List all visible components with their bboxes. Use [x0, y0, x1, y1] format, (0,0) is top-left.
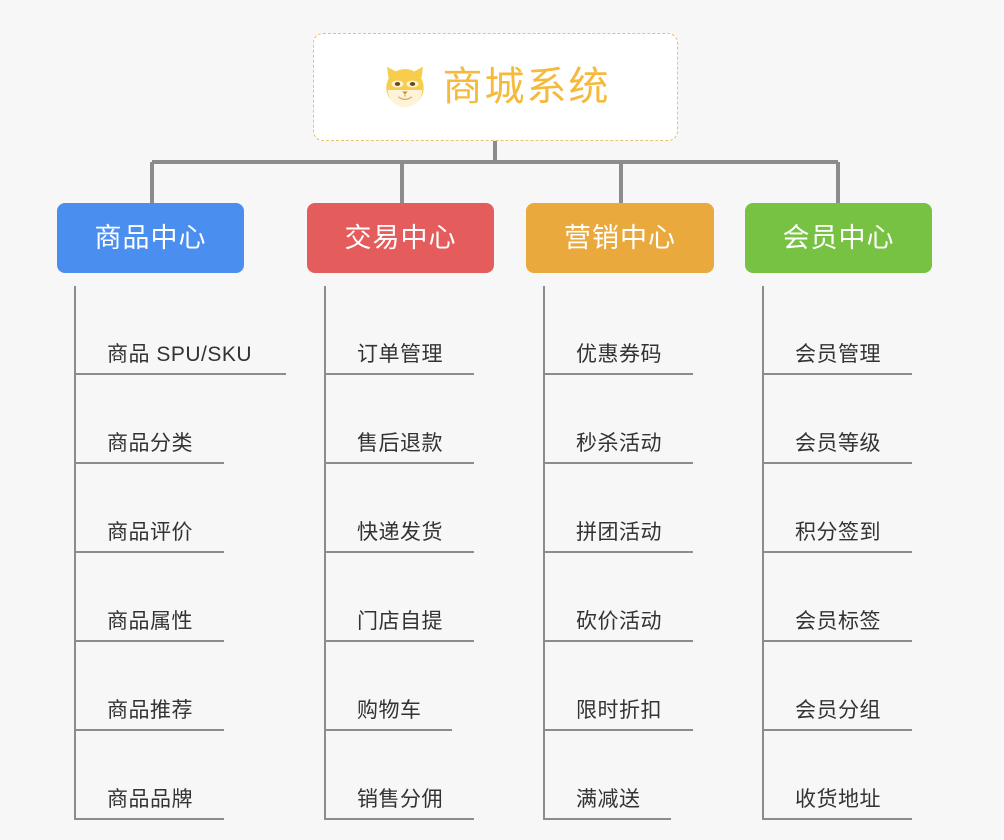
leaf-item-label: 限时折扣	[576, 699, 662, 722]
branch-column-trade: 交易中心 订单管理 售后退款 快递发货 门店自提 购物车 销售分佣	[307, 203, 507, 820]
root-title: 商城系统	[442, 65, 611, 109]
category-header-label: 交易中心	[344, 222, 457, 253]
leaf-list-product: 商品 SPU/SKU 商品分类 商品评价 商品属性 商品推荐 商品品牌	[74, 286, 286, 820]
leaf-item[interactable]: 商品品牌	[74, 731, 257, 820]
category-header-marketing[interactable]: 营销中心	[526, 203, 714, 273]
leaf-item[interactable]: 优惠券码	[543, 286, 726, 375]
leaf-item[interactable]: 商品推荐	[74, 642, 257, 731]
leaf-item-label: 商品属性	[107, 610, 193, 633]
leaf-item-label: 优惠券码	[576, 343, 662, 366]
branch-column-marketing: 营销中心 优惠券码 秒杀活动 拼团活动 砍价活动 限时折扣 满减送	[526, 203, 726, 820]
root-node[interactable]: 商城系统	[313, 33, 678, 141]
leaf-item[interactable]: 积分签到	[762, 464, 945, 553]
leaf-item[interactable]: 订单管理	[324, 286, 507, 375]
leaf-list-member: 会员管理 会员等级 积分签到 会员标签 会员分组 收货地址	[762, 286, 945, 820]
leaf-list-marketing: 优惠券码 秒杀活动 拼团活动 砍价活动 限时折扣 满减送	[543, 286, 726, 820]
leaf-item-label: 订单管理	[357, 343, 443, 366]
leaf-item[interactable]: 砍价活动	[543, 553, 726, 642]
leaf-item[interactable]: 限时折扣	[543, 642, 726, 731]
leaf-item-label: 拼团活动	[576, 521, 662, 544]
leaf-item[interactable]: 秒杀活动	[543, 375, 726, 464]
leaf-item-label: 门店自提	[357, 610, 443, 633]
leaf-item-label: 快递发货	[357, 521, 443, 544]
leaf-item-label: 会员管理	[795, 343, 881, 366]
leaf-item[interactable]: 门店自提	[324, 553, 507, 642]
leaf-item-label: 商品推荐	[107, 699, 193, 722]
leaf-item-label: 售后退款	[357, 432, 443, 455]
leaf-item-label: 商品分类	[107, 432, 193, 455]
category-header-label: 商品中心	[94, 222, 207, 253]
leaf-item-label: 会员分组	[795, 699, 881, 722]
leaf-item-label: 商品 SPU/SKU	[107, 343, 253, 366]
leaf-item-label: 满减送	[576, 788, 641, 811]
leaf-item-label: 商品品牌	[107, 788, 193, 811]
leaf-item[interactable]: 会员等级	[762, 375, 945, 464]
category-header-label: 营销中心	[564, 222, 676, 253]
branch-column-product: 商品中心 商品 SPU/SKU 商品分类 商品评价 商品属性 商品推荐 商品品牌	[57, 203, 286, 820]
leaf-item[interactable]: 快递发货	[324, 464, 507, 553]
leaf-item[interactable]: 商品分类	[74, 375, 257, 464]
branch-column-member: 会员中心 会员管理 会员等级 积分签到 会员标签 会员分组 收货地址	[745, 203, 945, 820]
leaf-item-label: 会员标签	[795, 610, 881, 633]
leaf-item[interactable]: 会员标签	[762, 553, 945, 642]
leaf-item[interactable]: 销售分佣	[324, 731, 507, 820]
leaf-item[interactable]: 商品 SPU/SKU	[74, 286, 286, 375]
category-header-label: 会员中心	[782, 222, 895, 253]
leaf-item[interactable]: 拼团活动	[543, 464, 726, 553]
leaf-item[interactable]: 商品评价	[74, 464, 257, 553]
leaf-item[interactable]: 售后退款	[324, 375, 507, 464]
leaf-item-label: 商品评价	[107, 521, 193, 544]
leaf-item[interactable]: 会员管理	[762, 286, 945, 375]
leaf-item-label: 秒杀活动	[576, 432, 662, 455]
leaf-item[interactable]: 购物车	[324, 642, 507, 731]
category-header-product[interactable]: 商品中心	[57, 203, 244, 273]
leaf-item-label: 销售分佣	[357, 788, 443, 811]
leaf-list-trade: 订单管理 售后退款 快递发货 门店自提 购物车 销售分佣	[324, 286, 507, 820]
leaf-item-label: 积分签到	[795, 521, 881, 544]
leaf-item[interactable]: 商品属性	[74, 553, 257, 642]
leaf-item-label: 砍价活动	[576, 610, 662, 633]
leaf-item-label: 会员等级	[795, 432, 881, 455]
leaf-item[interactable]: 会员分组	[762, 642, 945, 731]
shiba-dog-icon	[385, 66, 424, 108]
leaf-item-label: 收货地址	[795, 788, 881, 811]
category-header-member[interactable]: 会员中心	[745, 203, 932, 273]
category-header-trade[interactable]: 交易中心	[307, 203, 494, 273]
leaf-item[interactable]: 收货地址	[762, 731, 945, 820]
leaf-item-label: 购物车	[357, 699, 422, 722]
leaf-item[interactable]: 满减送	[543, 731, 726, 820]
